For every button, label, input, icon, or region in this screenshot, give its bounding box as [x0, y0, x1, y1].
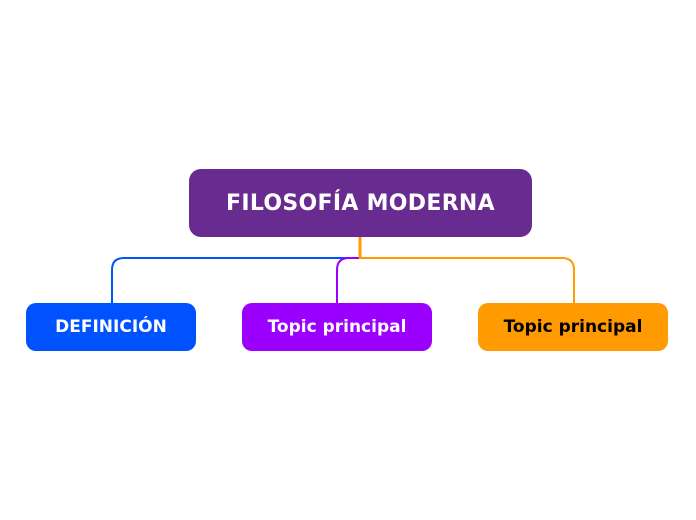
central-topic-node[interactable]: FILOSOFÍA MODERNA	[189, 169, 532, 237]
subtopic-node-definicion[interactable]: DEFINICIÓN	[26, 303, 196, 351]
subtopic-node-topic-principal-2[interactable]: Topic principal	[478, 303, 668, 351]
subtopic-label: DEFINICIÓN	[55, 317, 167, 337]
subtopic-label: Topic principal	[503, 317, 643, 337]
connector-topic-2	[359, 237, 575, 303]
connector-definicion	[111, 237, 361, 303]
central-topic-label: FILOSOFÍA MODERNA	[226, 190, 495, 216]
subtopic-label: Topic principal	[267, 317, 407, 337]
connector-topic-1	[336, 237, 361, 303]
subtopic-node-topic-principal-1[interactable]: Topic principal	[242, 303, 432, 351]
